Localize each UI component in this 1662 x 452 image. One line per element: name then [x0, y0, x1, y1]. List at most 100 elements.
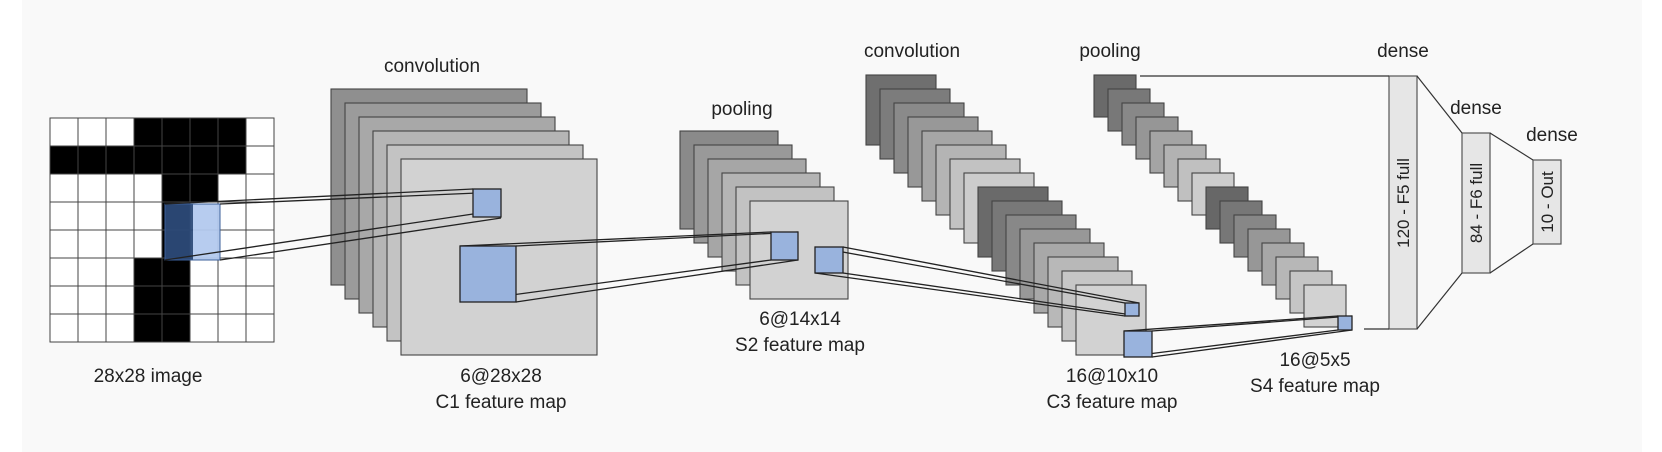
- input-pixel-cell: [217, 313, 247, 343]
- input-pixel-cell: [77, 145, 107, 175]
- input-pixel-cell: [77, 313, 107, 343]
- input-pixel-cell: [105, 285, 135, 315]
- input-pixel-cell: [105, 229, 135, 259]
- input-pixel-cell: [49, 117, 79, 147]
- input-pixel-cell: [217, 145, 247, 175]
- input-c1-connector-top: [164, 188, 474, 205]
- s2-size-label: 6@14x14: [759, 309, 841, 330]
- s4-name-label: S4 feature map: [1250, 376, 1380, 397]
- input-pixel-cell: [77, 173, 107, 203]
- input-pixel-cell: [245, 201, 275, 231]
- input-image-grid: [49, 117, 275, 343]
- input-pixel-cell: [77, 257, 107, 287]
- input-pixel-cell: [161, 313, 191, 343]
- input-pixel-cell: [189, 117, 219, 147]
- c3-size-label: 16@10x10: [1066, 366, 1158, 387]
- input-c1-connector-top-2: [219, 191, 502, 205]
- out-layer-box: [1532, 159, 1562, 245]
- input-pixel-cell: [217, 257, 247, 287]
- input-patch-dark: [165, 204, 193, 260]
- f6-layer-label: 84 - F6 full: [1467, 163, 1486, 243]
- s2-op-label: pooling: [711, 99, 772, 120]
- c1-op-label: convolution: [384, 56, 480, 77]
- input-pixel-cell: [105, 257, 135, 287]
- c1-s2-connector-top-2: [515, 231, 799, 247]
- input-pixel-cell: [217, 201, 247, 231]
- input-pixel-cell: [245, 285, 275, 315]
- input-pixel-cell: [161, 117, 191, 147]
- f5-layer-label: 120 - F5 full: [1394, 158, 1413, 248]
- input-pixel-cell: [217, 285, 247, 315]
- input-pixel-cell: [189, 285, 219, 315]
- input-patch-light: [193, 204, 220, 260]
- c1-large-highlight: [459, 245, 517, 303]
- s2-second-highlight: [814, 246, 844, 274]
- c3-s4-connector-bottom: [1123, 329, 1339, 358]
- input-pixel-cell: [245, 117, 275, 147]
- c3-large-highlight: [1123, 330, 1153, 358]
- input-pixel-cell: [49, 285, 79, 315]
- c3-small-highlight: [1124, 302, 1140, 317]
- c1-small-highlight: [472, 188, 502, 218]
- input-label: 28x28 image: [94, 366, 203, 387]
- input-pixel-cell: [105, 117, 135, 147]
- input-pixel-cell: [245, 145, 275, 175]
- dense-layers: 120 - F5 full dense 84 - F6 full dense 1…: [1140, 41, 1578, 330]
- c1-size-label: 6@28x28: [460, 366, 542, 387]
- input-pixel-cell: [245, 173, 275, 203]
- s2-c3-connector-top-2: [842, 246, 1140, 304]
- s2-small-highlight: [770, 231, 799, 261]
- input-pixel-cell: [133, 117, 163, 147]
- input-pixel-cell: [161, 285, 191, 315]
- c3-feature-map-stack: [865, 74, 1147, 356]
- input-pixel-cell: [189, 313, 219, 343]
- c1-name-label: C1 feature map: [436, 392, 567, 413]
- out-layer-label: 10 - Out: [1538, 171, 1557, 233]
- input-pixel-cell: [49, 313, 79, 343]
- c1-s2-connector-bottom-2: [515, 259, 799, 303]
- input-pixel-cell: [161, 173, 191, 203]
- c3-op-label: convolution: [864, 41, 960, 62]
- input-pixel-cell: [49, 201, 79, 231]
- input-pixel-cell: [77, 285, 107, 315]
- input-pixel-cell: [217, 117, 247, 147]
- input-pixel-cell: [105, 173, 135, 203]
- c3-s4-connector-top: [1123, 315, 1339, 332]
- input-pixel-cell: [77, 117, 107, 147]
- input-pixel-cell: [49, 229, 79, 259]
- s4-size-label: 16@5x5: [1279, 350, 1350, 371]
- f6-layer-box: [1461, 132, 1491, 274]
- input-pixel-cell: [217, 173, 247, 203]
- input-pixel-cell: [49, 257, 79, 287]
- input-pixel-cell: [49, 145, 79, 175]
- f6-op-label: dense: [1450, 98, 1502, 119]
- input-pixel-cell: [133, 257, 163, 287]
- f5-layer-box: [1388, 75, 1418, 330]
- input-pixel-cell: [161, 257, 191, 287]
- input-pixel-cell: [245, 257, 275, 287]
- c3-name-label: C3 feature map: [1047, 392, 1178, 413]
- input-pixel-cell: [189, 257, 219, 287]
- input-c1-connector-bottom-2: [219, 217, 502, 261]
- input-patch-outline: [164, 203, 221, 261]
- receptive-field-connectors: [164, 188, 1353, 358]
- out-op-label: dense: [1526, 125, 1578, 146]
- input-c1-connector-bottom: [164, 213, 474, 261]
- s2-c3-connector-bottom: [814, 272, 1126, 317]
- s4-feature-map-stack: [1093, 74, 1347, 328]
- c3-s4-connector-top-2: [1151, 315, 1353, 332]
- input-pixel-cell: [133, 285, 163, 315]
- input-pixel-cell: [161, 145, 191, 175]
- input-pixel-cell: [217, 229, 247, 259]
- input-pixel-cell: [77, 201, 107, 231]
- input-pixel-cell: [133, 229, 163, 259]
- c1-s2-connector-top: [459, 231, 772, 247]
- s2-c3-connector-top: [814, 246, 1126, 304]
- f5-op-label: dense: [1377, 41, 1429, 62]
- f5-f6-bottom-line: [1416, 272, 1463, 330]
- receptive-field-highlights: [459, 188, 1353, 358]
- s2-c3-connector-bottom-2: [842, 272, 1140, 317]
- input-pixel-cell: [105, 201, 135, 231]
